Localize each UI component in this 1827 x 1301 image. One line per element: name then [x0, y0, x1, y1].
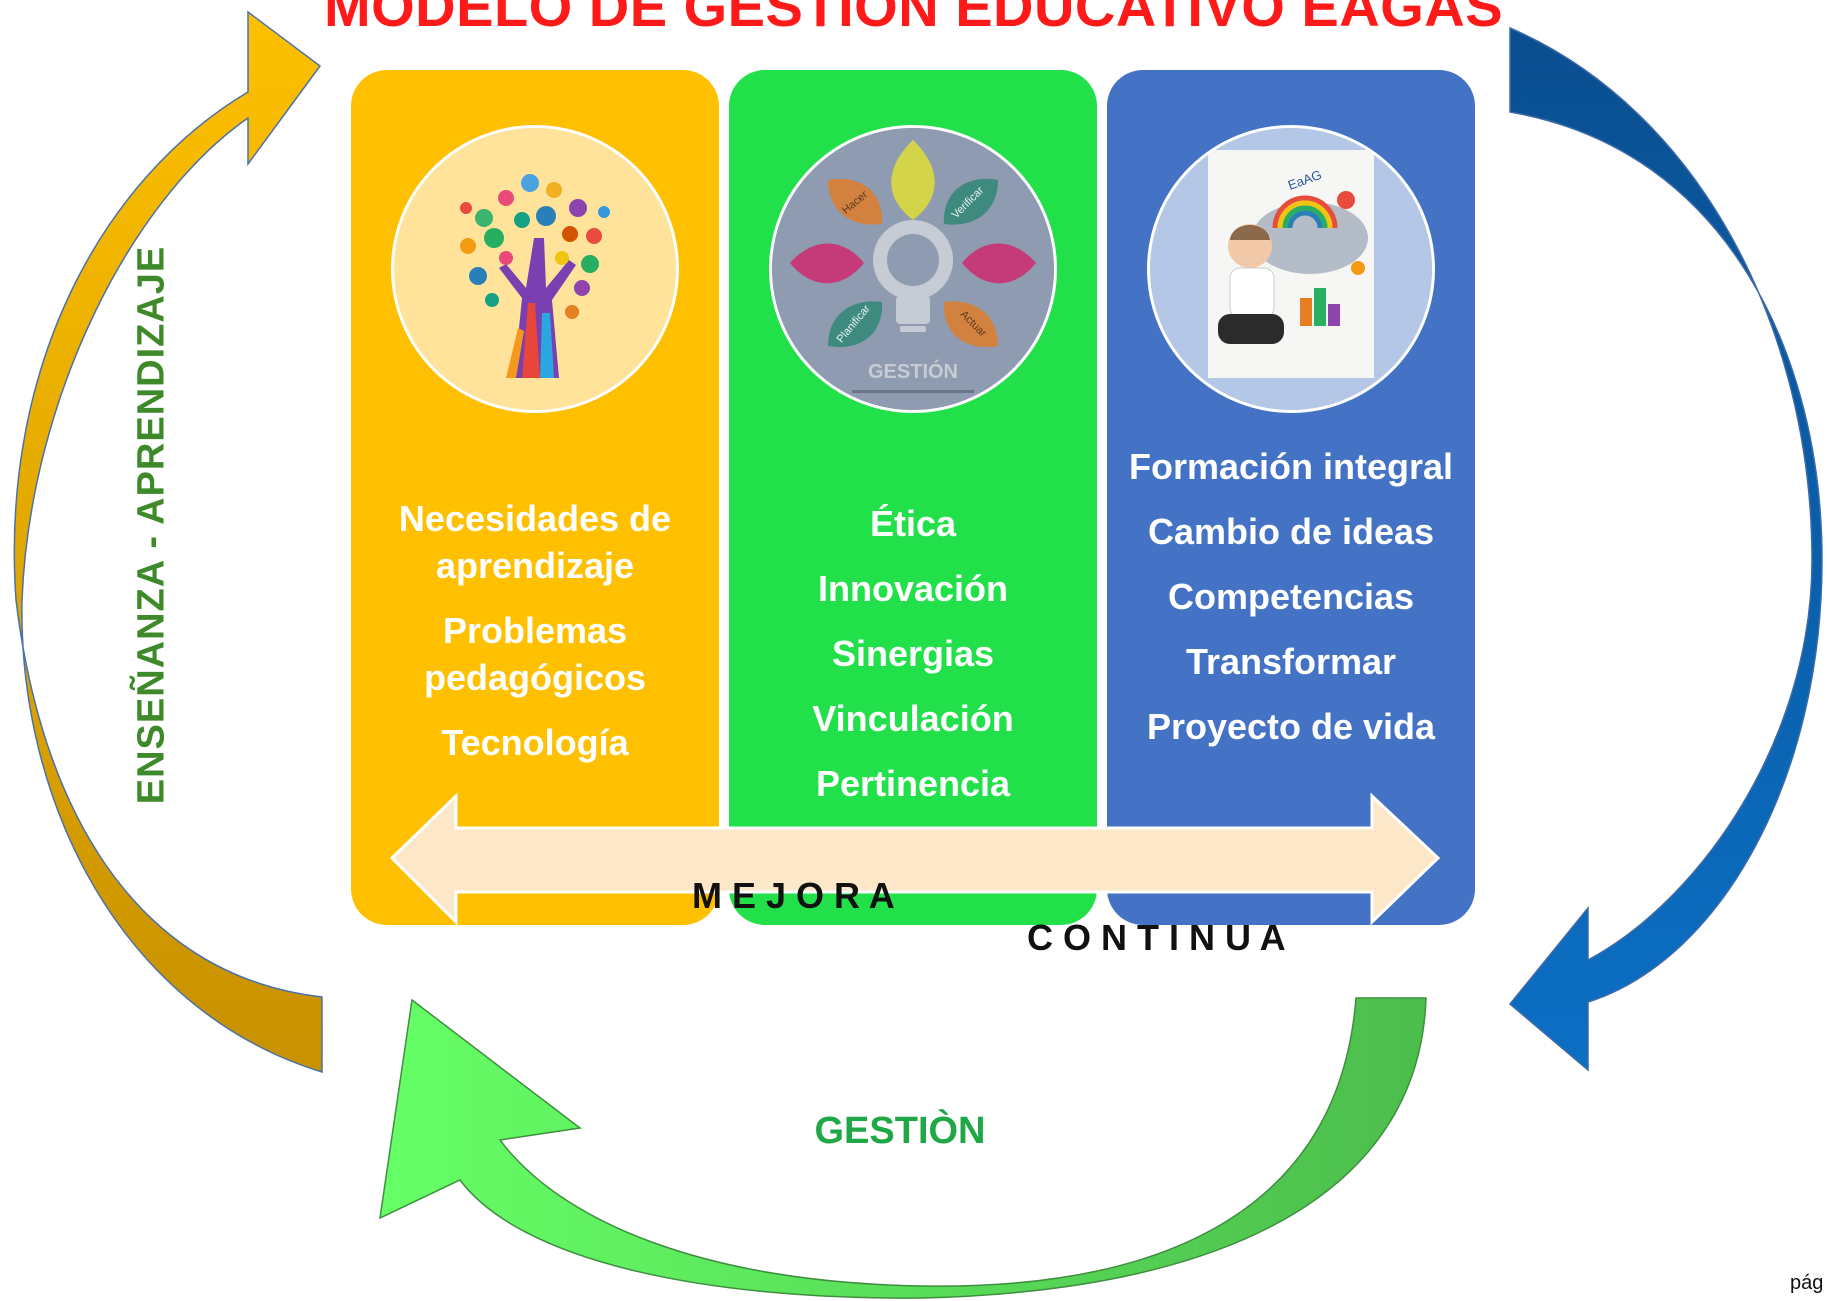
- list-item: Cambio de ideas: [1147, 511, 1435, 552]
- list-item: Necesidades de aprendizaje: [398, 498, 672, 586]
- outcome-items: Formación integral Cambio de ideas Compe…: [1107, 443, 1475, 768]
- left-cycle-arrow: [13, 10, 323, 1074]
- list-item: Proyecto de vida: [1146, 706, 1436, 747]
- list-item: Transformar: [1185, 641, 1397, 682]
- svg-text:GESTIÓN: GESTIÓN: [868, 359, 958, 383]
- child-learning-photo: EaAG: [1147, 125, 1435, 413]
- diagram-title: MODELO DE GESTIÓN EDUCATIVO EAGAS: [323, 0, 1504, 38]
- band-word-mejora: M E J O R A: [692, 875, 895, 916]
- column-management-values: Hacer Verificar Planificar Actuar GESTIÓ…: [729, 70, 1097, 925]
- learning-items: Necesidades de aprendizaje Problemas ped…: [351, 495, 719, 784]
- list-item: Innovación: [817, 568, 1009, 609]
- band-word-continua: C O N T I N U A: [1027, 917, 1286, 958]
- list-item: Competencias: [1167, 576, 1415, 617]
- teaching-learning-label: ENSEÑANZA - APRENDIZAJE: [130, 245, 173, 805]
- improvement-band-text: M E J O R A C O N T I N U A: [0, 833, 1827, 959]
- management-items: Ética Innovación Sinergias Vinculación P…: [729, 500, 1097, 825]
- column-learning: Necesidades de aprendizaje Problemas ped…: [351, 70, 719, 925]
- tree-illustration: [391, 125, 679, 413]
- list-item: Vinculación: [812, 698, 1014, 739]
- list-item: Ética: [869, 503, 957, 544]
- list-item: Problemas pedagógicos: [423, 610, 647, 698]
- list-item: Sinergias: [831, 633, 995, 674]
- management-label: GESTIÒN: [814, 1110, 986, 1152]
- column-outcomes: EaAG Formación integral Cambio de ideas …: [1107, 70, 1475, 925]
- list-item: Formación integral: [1128, 446, 1454, 487]
- page-label: pág: [1790, 1272, 1824, 1294]
- list-item: Tecnología: [441, 722, 629, 763]
- double-arrow-band: [389, 792, 1441, 926]
- bottom-cycle-arrow: [379, 997, 1427, 1299]
- list-item: Pertinencia: [815, 763, 1011, 804]
- gestion-cycle-illustration: Hacer Verificar Planificar Actuar GESTIÓ…: [769, 125, 1057, 413]
- right-cycle-arrow: [1508, 26, 1823, 1072]
